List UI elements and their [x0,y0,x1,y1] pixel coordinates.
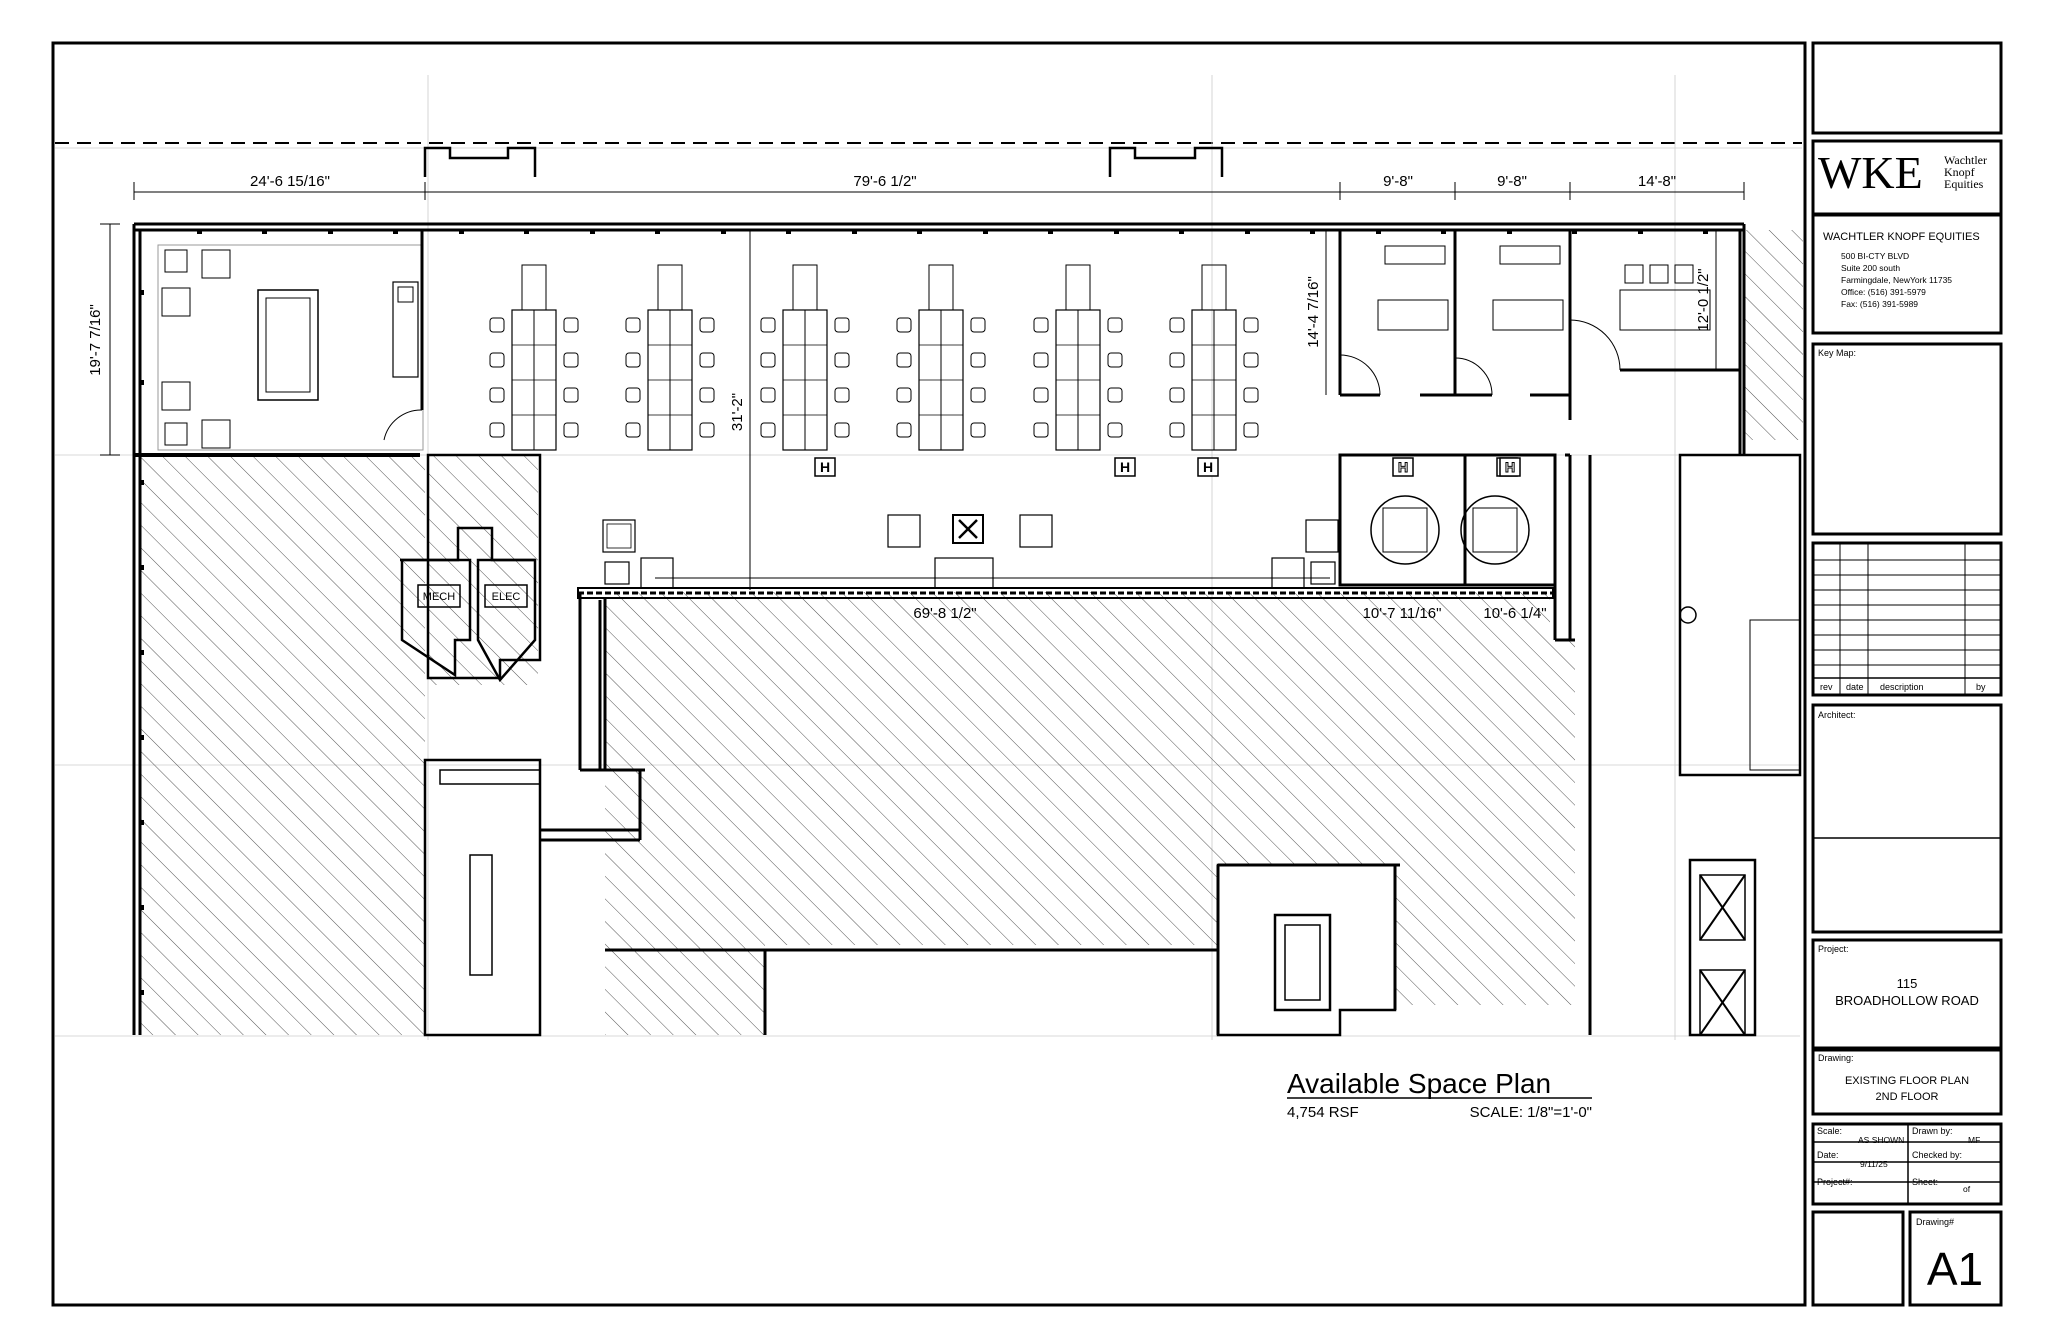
workstation-pods [489,264,1259,451]
dimension-label: 10'-6 1/4" [1483,605,1546,622]
company-address: 500 BI-CTY BLVD [1841,251,1909,261]
drawing-number: A1 [1927,1243,1983,1295]
dimension-label: 10'-7 11/16" [1363,605,1442,622]
logo-text-line: Wachtler [1944,153,1987,167]
drawn-by-label: Drawn by: [1912,1126,1953,1136]
mech-elec-rooms [400,453,542,1037]
dimension-label: 12'-0 1/2" [1695,268,1712,331]
structural-column [814,457,836,477]
dimension-label: 14'-4 7/16" [1305,276,1322,348]
company-address: Farmingdale, NewYork 11735 [1841,275,1952,285]
company-logo: WKE [1818,147,1923,198]
structural-column [1197,457,1219,477]
conference-room [1338,453,1557,587]
dimension-label: 24'-6 15/16" [250,173,330,190]
revision-header: by [1976,682,1986,692]
column-bump-left [423,146,537,177]
logo-text-line: Equities [1944,177,1984,191]
elec-room-label: ELEC [492,591,521,603]
sheet-value: of [1963,1184,1971,1194]
hatched-unavailable-area [140,230,1803,1035]
company-address: Suite 200 south [1841,263,1900,273]
dimension-label: 31'-2" [729,393,746,431]
elevators-and-restrooms [1678,453,1802,1037]
date-value: 9/11/25 [1860,1159,1888,1169]
title-block [1811,41,2003,1307]
project-name: 115 [1897,976,1918,991]
project-label: Project: [1818,944,1849,954]
revision-header: date [1846,682,1864,692]
dimension-label: 14'-8" [1638,173,1676,190]
drawing-number-label: Drawing# [1916,1217,1954,1227]
plan-title: Available Space Plan [1287,1068,1551,1099]
sheet-label: Sheet: [1912,1177,1938,1187]
scale-value: AS SHOWN [1858,1135,1904,1145]
lounge-furniture [602,514,1339,589]
dimension-label: 19'-7 7/16" [87,304,104,376]
architect-label: Architect: [1818,710,1856,720]
revision-header: description [1880,682,1924,692]
reception-room [134,230,424,457]
plan-scale: SCALE: 1/8"=1'-0" [1470,1104,1592,1121]
revision-header: rev [1820,682,1833,692]
private-offices [1338,230,1742,455]
window-mullions [139,229,1708,995]
date-label: Date: [1817,1150,1839,1160]
dimension-label: 9'-8" [1497,173,1527,190]
dimension-lines [100,182,1745,599]
lower-space-outline [603,598,1575,772]
mech-room-label: MECH [423,591,455,603]
scale-label: Scale: [1817,1126,1842,1136]
column-bump-right [1108,146,1224,177]
drawing-name: 2ND FLOOR [1876,1091,1939,1103]
drawing-label: Drawing: [1818,1053,1854,1063]
dimension-label: 9'-8" [1383,173,1413,190]
stair-core [1216,863,1397,1037]
company-name: WACHTLER KNOPF EQUITIES [1823,231,1980,243]
project-number-label: Project#: [1817,1177,1853,1187]
plan-area: 4,754 RSF [1287,1104,1359,1121]
logo-text-line: Knopf [1944,165,1975,179]
drawing-name: EXISTING FLOOR PLAN [1845,1075,1969,1087]
structural-column [1114,457,1136,477]
dimension-label: 79'-6 1/2" [853,173,916,190]
drawn-by-value: MF [1968,1135,1980,1145]
dimension-label: 69'-8 1/2" [913,605,976,622]
exterior-walls [132,222,1746,1035]
drawing-frame [51,41,1807,1307]
title-block-divisions [1813,543,2001,1204]
keymap-label: Key Map: [1818,348,1856,358]
project-name: BROADHOLLOW ROAD [1835,993,1979,1008]
company-fax: Fax: (516) 391-5989 [1841,299,1918,309]
checked-by-label: Checked by: [1912,1150,1962,1160]
company-phone: Office: (516) 391-5979 [1841,287,1926,297]
